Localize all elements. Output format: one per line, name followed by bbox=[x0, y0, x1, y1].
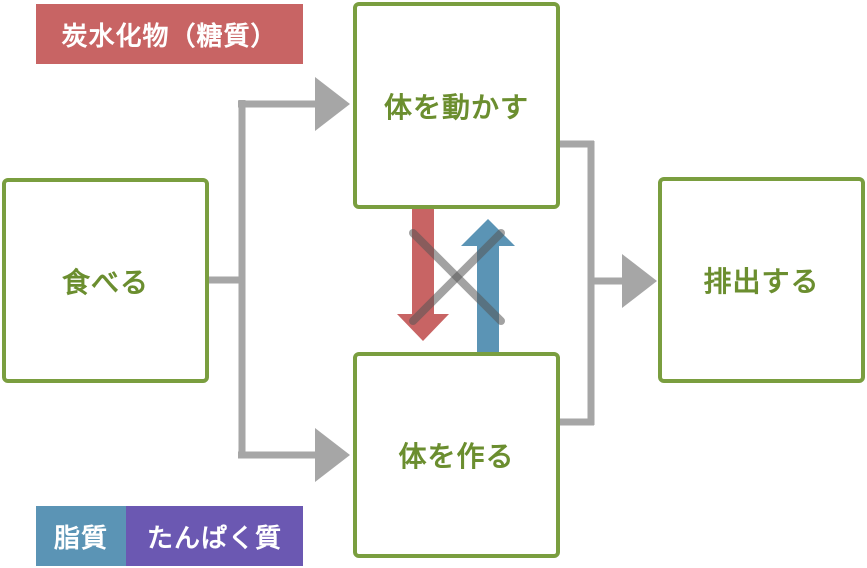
carbohydrate-down-arrow bbox=[397, 208, 449, 341]
excrete-box: 排出する bbox=[658, 177, 865, 383]
eat-box-label: 食べる bbox=[61, 265, 149, 299]
build-body-box-label: 体を作る bbox=[398, 440, 515, 473]
arrowhead-to-excrete bbox=[622, 254, 657, 308]
arrowhead-to-build bbox=[315, 428, 350, 482]
fat-label: 脂質 bbox=[36, 506, 126, 566]
fat-up-arrow bbox=[461, 219, 515, 352]
move-body-box: 体を動かす bbox=[353, 2, 560, 209]
carbohydrate-label: 炭水化物（糖質） bbox=[36, 4, 303, 64]
eat-box: 食べる bbox=[2, 178, 209, 383]
move-body-box-label: 体を動かす bbox=[383, 90, 529, 124]
excrete-box-label: 排出する bbox=[703, 265, 820, 298]
arrowhead-to-move bbox=[315, 77, 350, 131]
build-body-box: 体を作る bbox=[353, 352, 560, 558]
protein-label: たんぱく質 bbox=[126, 506, 303, 566]
cross-mark-icon bbox=[409, 229, 505, 325]
